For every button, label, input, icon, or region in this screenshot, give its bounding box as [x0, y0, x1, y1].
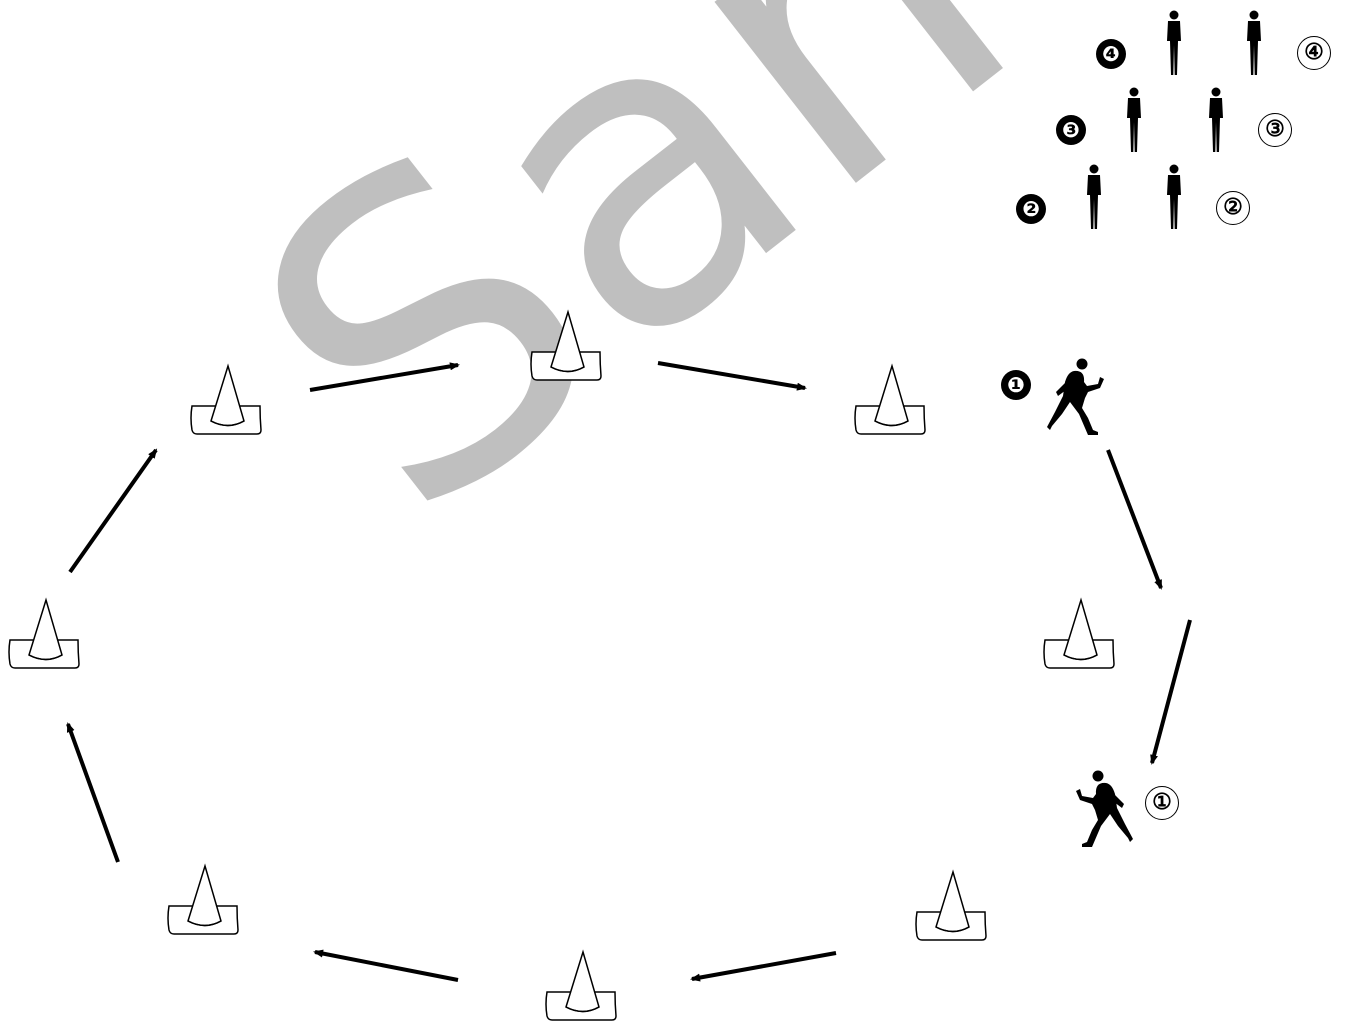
training-cone-icon — [915, 871, 987, 941]
defender-4-badge: ④ — [1297, 36, 1331, 70]
attacker-3-badge: ❸ — [1056, 115, 1086, 145]
training-cone-icon — [854, 365, 926, 435]
movement-arrow-icon — [690, 951, 837, 982]
training-cone-icon — [530, 311, 602, 381]
attacker-1-badge: ❶ — [1001, 370, 1031, 400]
movement-arrow-icon — [68, 448, 158, 574]
training-cone-icon — [190, 365, 262, 435]
movement-arrow-icon — [1106, 449, 1163, 590]
standing-player-icon — [1087, 164, 1101, 229]
runner-icon — [1076, 770, 1133, 847]
runner-icon — [1047, 358, 1104, 435]
attacker-2-badge: ❷ — [1016, 194, 1046, 224]
movement-arrow-icon — [309, 362, 460, 392]
standing-player-icon — [1247, 10, 1261, 75]
defender-1-badge: ① — [1145, 786, 1179, 820]
standing-player-icon — [1127, 87, 1141, 152]
movement-arrow-icon — [313, 949, 459, 982]
standing-player-icon — [1167, 164, 1181, 229]
standing-player-icon — [1209, 87, 1223, 152]
defender-2-badge: ② — [1216, 191, 1250, 225]
training-cone-icon — [8, 599, 80, 669]
attacker-4-badge: ❹ — [1096, 39, 1126, 69]
movement-arrow-icon — [657, 361, 807, 391]
defender-3-badge: ③ — [1258, 113, 1292, 147]
movement-arrow-icon — [66, 722, 120, 863]
training-cone-icon — [545, 951, 617, 1021]
training-cone-icon — [167, 865, 239, 935]
standing-player-icon — [1167, 10, 1181, 75]
movement-arrow-icon — [1150, 619, 1192, 765]
training-cone-icon — [1043, 599, 1115, 669]
